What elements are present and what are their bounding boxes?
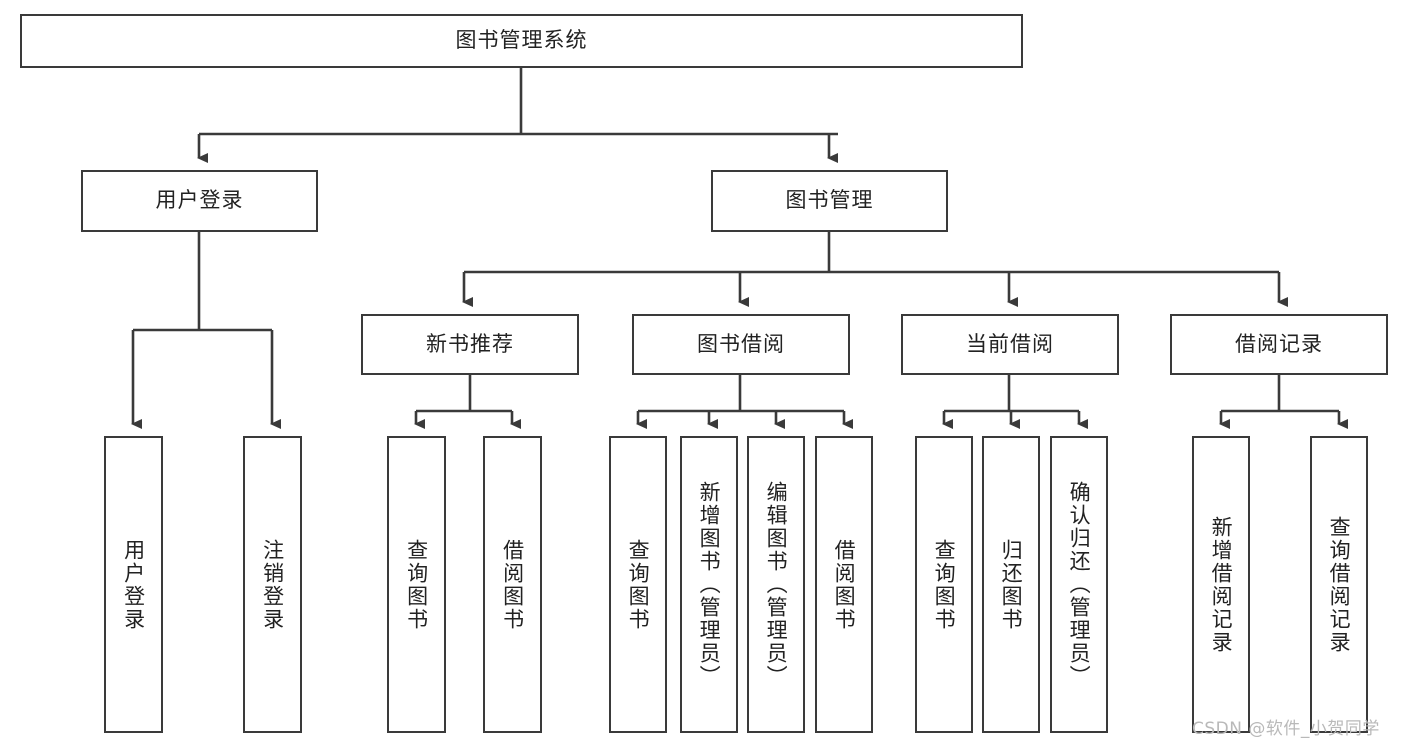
node-label: 借阅图书: [500, 538, 525, 631]
node-label: 用户登录: [155, 188, 244, 213]
node-label: 借阅图书: [832, 538, 857, 631]
node-label: 注销登录: [260, 538, 285, 631]
connectors-record-to-leaves: [1219, 375, 1348, 429]
leaf-return-books[interactable]: 归还图书: [982, 436, 1040, 733]
leaf-edit-book-admin[interactable]: 编辑图书（管理员）: [747, 436, 805, 733]
node-book-management[interactable]: 图书管理: [711, 170, 948, 232]
leaf-add-borrow-record[interactable]: 新增借阅记录: [1192, 436, 1250, 733]
connectors-borrow-to-leaves: [636, 375, 853, 429]
node-label: 归还图书: [999, 538, 1024, 631]
node-label: 查询图书: [626, 538, 651, 631]
node-current-borrowing[interactable]: 当前借阅: [901, 314, 1119, 375]
leaf-query-books-borrow[interactable]: 查询图书: [609, 436, 667, 733]
node-label: 新增图书（管理员）: [697, 481, 722, 688]
node-label: 图书管理: [785, 188, 874, 213]
node-label: 用户登录: [121, 538, 146, 631]
leaf-query-books-current[interactable]: 查询图书: [915, 436, 973, 733]
leaf-borrow-books[interactable]: 借阅图书: [815, 436, 873, 733]
leaf-user-login[interactable]: 用户登录: [104, 436, 163, 733]
node-label: 确认归还（管理员）: [1067, 481, 1092, 688]
connectors-root-to-level2: [197, 68, 838, 163]
connectors-userlogin-to-leaves: [131, 232, 281, 429]
leaf-query-borrow-record[interactable]: 查询借阅记录: [1310, 436, 1368, 733]
node-borrowing-record[interactable]: 借阅记录: [1170, 314, 1388, 375]
node-label: 借阅记录: [1235, 331, 1323, 356]
node-user-login[interactable]: 用户登录: [81, 170, 318, 232]
node-label: 查询借阅记录: [1327, 515, 1352, 654]
leaf-confirm-return-admin[interactable]: 确认归还（管理员）: [1050, 436, 1108, 733]
node-label: 新书推荐: [426, 331, 514, 356]
leaf-add-book-admin[interactable]: 新增图书（管理员）: [680, 436, 738, 733]
node-label: 查询图书: [404, 538, 429, 631]
connectors-newbook-to-leaves: [414, 375, 521, 429]
node-label: 新增借阅记录: [1209, 515, 1234, 654]
node-label: 图书借阅: [697, 331, 785, 356]
node-new-book-recommendation[interactable]: 新书推荐: [361, 314, 579, 375]
node-label: 当前借阅: [966, 331, 1054, 356]
leaf-query-books-recommend[interactable]: 查询图书: [387, 436, 446, 733]
node-label: 编辑图书（管理员）: [764, 481, 789, 688]
connectors-current-to-leaves: [942, 375, 1088, 429]
leaf-logout[interactable]: 注销登录: [243, 436, 302, 733]
node-book-borrowing[interactable]: 图书借阅: [632, 314, 850, 375]
connectors-bookmgmt-to-level3: [462, 232, 1288, 307]
node-label: 图书管理系统: [455, 28, 588, 53]
node-label: 查询图书: [932, 538, 957, 631]
leaf-borrow-books-recommend[interactable]: 借阅图书: [483, 436, 542, 733]
node-root-library-management-system[interactable]: 图书管理系统: [20, 14, 1023, 68]
